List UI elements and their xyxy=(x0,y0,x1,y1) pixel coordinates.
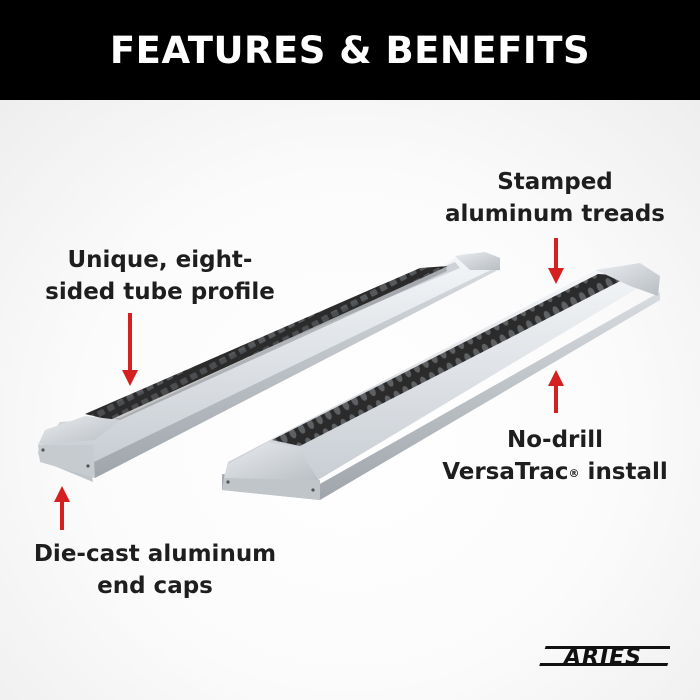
install-word: install xyxy=(579,459,668,485)
callout-line: Die-cast aluminum xyxy=(33,541,277,567)
page-title: FEATURES & BENEFITS xyxy=(109,28,591,72)
arrow-up-icon xyxy=(54,486,70,530)
callout-install: No-drill VersaTrac® install xyxy=(420,424,690,488)
arrow-up-icon xyxy=(548,370,564,413)
callout-line: Stamped xyxy=(497,169,613,195)
callout-end-caps: Die-cast aluminum end caps xyxy=(15,538,295,602)
header-bar: FEATURES & BENEFITS xyxy=(0,0,700,100)
callout-line: Unique, eight- xyxy=(67,247,253,273)
arrow-down-icon xyxy=(548,238,564,284)
callout-line-versatrac: VersaTrac® install xyxy=(420,456,690,488)
versatrac-name: VersaTrac xyxy=(442,459,569,485)
left-running-board xyxy=(38,252,500,482)
right-running-board xyxy=(222,263,660,500)
callout-line: aluminum treads xyxy=(445,201,665,227)
registered-mark: ® xyxy=(568,467,580,480)
aries-logo: ARIES xyxy=(539,645,670,670)
arrow-down-icon xyxy=(122,313,138,386)
callout-line: sided tube profile xyxy=(45,279,275,305)
callout-line: end caps xyxy=(97,573,213,599)
svg-text:ARIES: ARIES xyxy=(562,645,642,670)
callout-tube-profile: Unique, eight- sided tube profile xyxy=(40,244,280,308)
callout-line: No-drill xyxy=(506,427,604,453)
callout-treads: Stamped aluminum treads xyxy=(430,166,680,230)
